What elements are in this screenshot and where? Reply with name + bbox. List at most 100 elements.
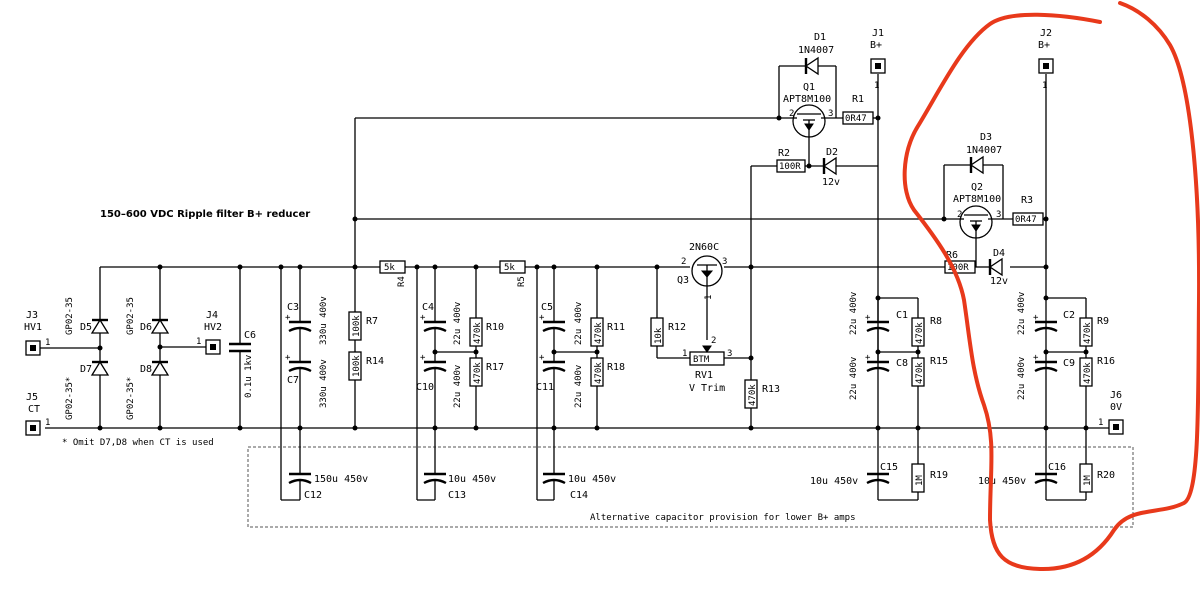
c3-ref: C3 xyxy=(287,302,299,313)
c16-value: 10u 450v xyxy=(978,476,1026,487)
c7-ref: C7 xyxy=(287,375,299,386)
j1-pin: 1 xyxy=(874,81,879,91)
connector-j3[interactable]: J3 HV1 1 xyxy=(24,310,100,356)
q2-ref: Q2 xyxy=(971,182,983,193)
pass-stage-1: D1 1N4007 Q1 APT8M100 2 3 0R47 R1 100R R… xyxy=(776,32,878,188)
r12-ref: R12 xyxy=(668,322,686,333)
r11-ref: R11 xyxy=(607,322,625,333)
capacitor-c14: 10u 450v C14 xyxy=(542,428,616,501)
r17-value: 470k xyxy=(473,362,483,384)
connector-j1[interactable]: J1 B+ 1 xyxy=(870,28,886,91)
c7-plus: + xyxy=(285,353,291,363)
junction-dots xyxy=(97,115,1089,431)
c3-value: 330u 400v xyxy=(319,296,329,345)
d6-value: GP02-35 xyxy=(126,297,136,335)
c8-value: 22u 400v xyxy=(849,357,859,400)
connector-j2[interactable]: J2 B+ 1 xyxy=(1038,28,1054,91)
c14-ref: C14 xyxy=(570,490,588,501)
c5-value: 22u 400v xyxy=(574,302,584,345)
r16-value: 470k xyxy=(1083,362,1093,384)
c5-ref: C5 xyxy=(541,302,553,313)
connector-j6[interactable]: J6 0V 1 xyxy=(1098,390,1124,435)
r6-ref: R6 xyxy=(946,250,958,261)
d3-value: 1N4007 xyxy=(966,145,1002,156)
r5-ref: R5 xyxy=(517,276,527,287)
voltage-trim-section: 10k R12 2N60C Q3 2 3 1 BTM RV1 V Trim 1 … xyxy=(650,165,780,428)
r18-ref: R18 xyxy=(607,362,625,373)
q3-pin2: 2 xyxy=(681,257,686,267)
q3-ref: Q3 xyxy=(677,275,689,286)
r13-value: 470k xyxy=(748,384,758,406)
r13-ref: R13 xyxy=(762,384,780,395)
c14-value: 10u 450v xyxy=(568,474,616,485)
r18-value: 470k xyxy=(594,362,604,384)
rv1-pin3: 3 xyxy=(727,349,732,359)
red-highlight-loop xyxy=(902,1,1200,572)
main-wiring xyxy=(45,74,1110,500)
d5-ref: D5 xyxy=(80,322,92,333)
capacitor-c12: 150u 450v C12 + xyxy=(288,428,368,501)
r4-ref: R4 xyxy=(397,276,407,287)
q1-ref: Q1 xyxy=(803,82,815,93)
c7-value: 330u 400v xyxy=(319,359,329,408)
r11-value: 470k xyxy=(594,322,604,344)
r9-value: 470k xyxy=(1083,322,1093,344)
r3-ref: R3 xyxy=(1021,195,1033,206)
d6-ref: D6 xyxy=(140,322,152,333)
q3-value: 2N60C xyxy=(689,242,719,253)
r7-value: 100k xyxy=(352,315,362,337)
r12-value: 10k xyxy=(654,327,664,344)
c5-plus: + xyxy=(539,313,545,323)
d2-ref: D2 xyxy=(826,147,838,158)
c4-plus: + xyxy=(420,313,426,323)
d4-value: 12v xyxy=(990,276,1008,287)
j2-pin: 1 xyxy=(1042,81,1047,91)
q1-pin2: 2 xyxy=(789,109,794,119)
alt-capacitor-box: Alternative capacitor provision for lowe… xyxy=(247,446,1134,528)
d5-value: GP02-35 xyxy=(65,297,75,335)
ct-note: * Omit D7,D8 when CT is used xyxy=(62,438,214,448)
r17-ref: R17 xyxy=(486,362,504,373)
c11-value: 22u 400v xyxy=(574,365,584,408)
j2-ref: J2 xyxy=(1040,28,1052,39)
r7-ref: R7 xyxy=(366,316,378,327)
r3-value: 0R47 xyxy=(1015,215,1037,225)
c1-plus: + xyxy=(865,313,871,323)
resistor-r5: 5k R5 xyxy=(499,260,527,287)
r2-ref: R2 xyxy=(778,148,790,159)
r5-value: 5k xyxy=(504,263,515,273)
c10-ref: C10 xyxy=(416,382,434,393)
j3-ref: J3 xyxy=(26,310,38,321)
r4-value: 5k xyxy=(384,263,395,273)
rv1-pin2: 2 xyxy=(711,336,716,346)
r15-value: 470k xyxy=(915,362,925,384)
c6-value: 0.1u 1kv xyxy=(244,355,254,398)
d7-ref: D7 xyxy=(80,364,92,375)
schematic-title: 150–600 VDC Ripple filter B+ reducer xyxy=(100,209,310,220)
r19-ref: R19 xyxy=(930,470,948,481)
rv1-value: BTM xyxy=(693,355,710,365)
c13-value: 10u 450v xyxy=(448,474,496,485)
stage-2-components: + + C4 C10 22u 400v 22u 400v 470k 470k R… xyxy=(416,267,504,501)
c10-plus: + xyxy=(420,353,426,363)
resistor-r7-r14: 100k 100k R7 R14 xyxy=(348,267,384,428)
q3-pin1: 1 xyxy=(704,295,714,300)
j5-ref: J5 xyxy=(26,392,38,403)
c2-plus: + xyxy=(1033,313,1039,323)
c1-ref: C1 xyxy=(896,310,908,321)
output-filter-2: + + C2 C9 22u 400v 22u 400v 470k 470k R9… xyxy=(1017,292,1115,428)
r1-value: 0R47 xyxy=(845,114,867,124)
c6-ref: C6 xyxy=(244,330,256,341)
rv1-desc: V Trim xyxy=(689,383,725,394)
c10-value: 22u 400v xyxy=(453,365,463,408)
c9-plus: + xyxy=(1033,353,1039,363)
connector-j5[interactable]: J5 CT 1 xyxy=(25,392,50,436)
pass-stage-2: D3 1N4007 Q2 APT8M100 2 3 0R47 R3 100R R… xyxy=(943,132,1046,287)
j3-pin: 1 xyxy=(45,338,50,348)
d2-value: 12v xyxy=(822,177,840,188)
connector-j4[interactable]: J4 HV2 1 xyxy=(160,310,222,355)
q2-value: APT8M100 xyxy=(953,194,1001,205)
c12-ref: C12 xyxy=(304,490,322,501)
c16-ref: C16 xyxy=(1048,462,1066,473)
j1-ref: J1 xyxy=(872,28,884,39)
